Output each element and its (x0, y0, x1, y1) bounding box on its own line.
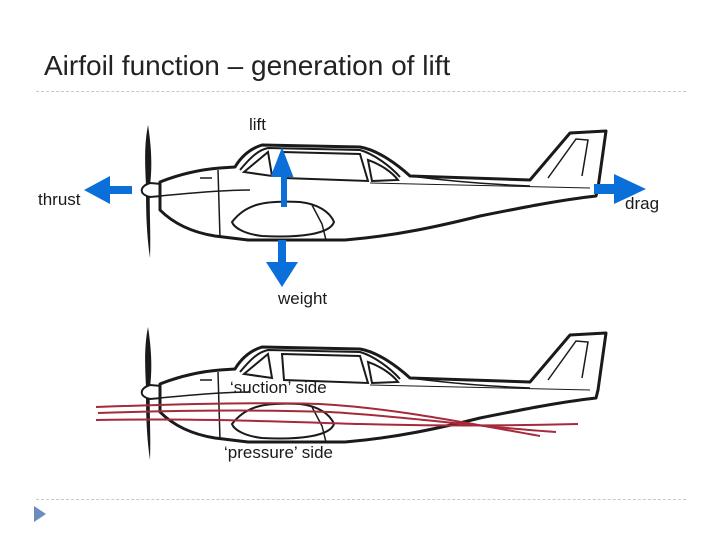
drag-label: drag (625, 194, 659, 213)
title-divider (36, 91, 686, 92)
slide-title: Airfoil function – generation of lift (44, 50, 451, 81)
weight-arrow (266, 240, 298, 287)
thrust-label: thrust (38, 190, 81, 209)
lift-label: lift (249, 115, 266, 134)
footer-divider (36, 499, 686, 500)
pressure-side-label: ‘pressure’ side (224, 443, 333, 462)
airplane-bottom (140, 325, 608, 462)
slide-bullet-icon (34, 506, 46, 522)
suction-side-label: ‘suction’ side (230, 378, 327, 397)
streamlines (95, 402, 579, 437)
lift-arrow (270, 147, 294, 207)
thrust-arrow (84, 176, 132, 204)
airplane-top (140, 123, 608, 260)
drag-arrow (594, 174, 646, 204)
weight-label: weight (277, 289, 327, 308)
